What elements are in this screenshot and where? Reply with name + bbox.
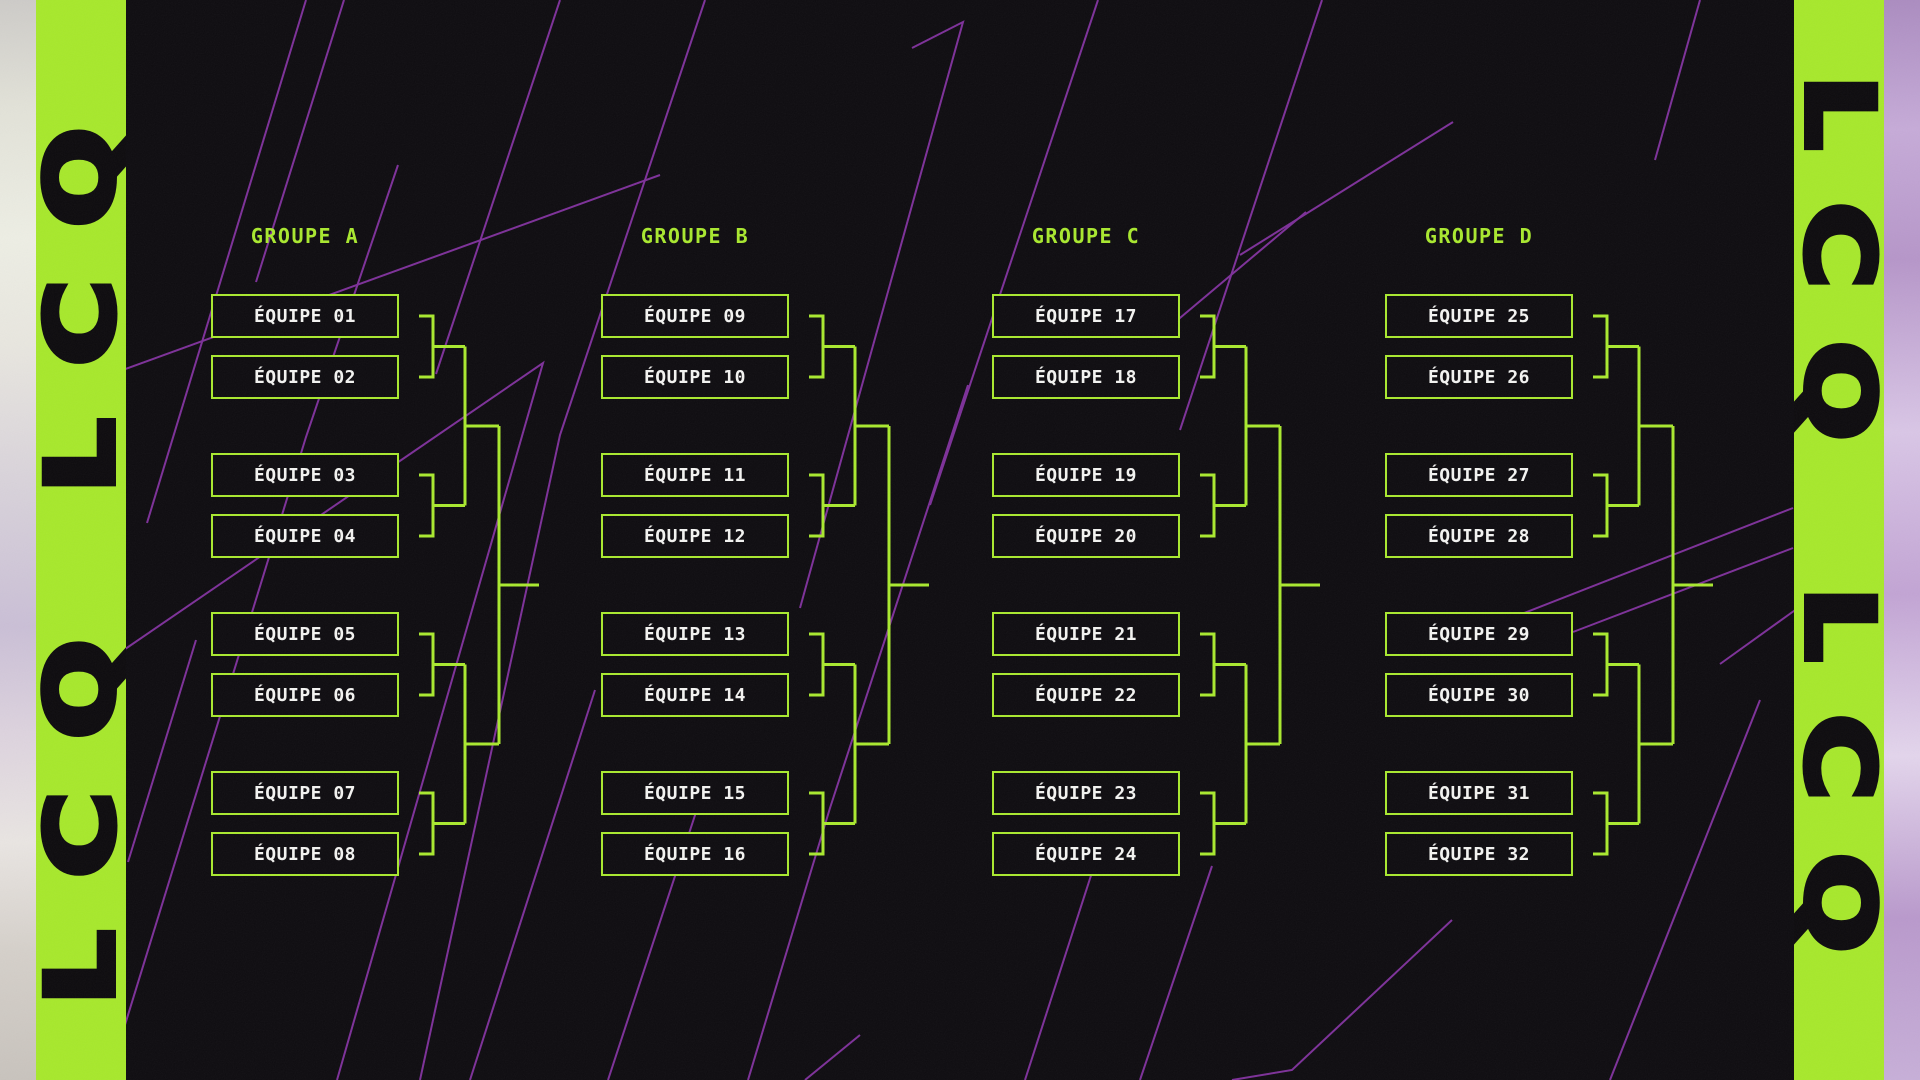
team-label: ÉQUIPE 23 bbox=[1034, 782, 1138, 804]
team-label: ÉQUIPE 05 bbox=[253, 623, 357, 645]
lcq-wordmark: LCQ LCQ LCQ LCQ bbox=[36, 0, 126, 1080]
team-label: ÉQUIPE 24 bbox=[1034, 843, 1138, 865]
team-label: ÉQUIPE 25 bbox=[1427, 305, 1531, 327]
team-label: ÉQUIPE 32 bbox=[1427, 843, 1531, 865]
team-label: ÉQUIPE 11 bbox=[643, 464, 747, 486]
team-box: ÉQUIPE 32 bbox=[1385, 832, 1573, 876]
team-box: ÉQUIPE 31 bbox=[1385, 771, 1573, 815]
team-box: ÉQUIPE 19 bbox=[992, 453, 1180, 497]
team-label: ÉQUIPE 08 bbox=[253, 843, 357, 865]
group-b-title: GROUPE B bbox=[640, 224, 750, 248]
team-box: ÉQUIPE 21 bbox=[992, 612, 1180, 656]
team-box: ÉQUIPE 26 bbox=[1385, 355, 1573, 399]
team-box: ÉQUIPE 30 bbox=[1385, 673, 1573, 717]
team-box: ÉQUIPE 24 bbox=[992, 832, 1180, 876]
team-box: ÉQUIPE 07 bbox=[211, 771, 399, 815]
team-label: ÉQUIPE 28 bbox=[1427, 525, 1531, 547]
team-label: ÉQUIPE 20 bbox=[1034, 525, 1138, 547]
bracket-connector bbox=[1200, 314, 1320, 856]
team-box: ÉQUIPE 27 bbox=[1385, 453, 1573, 497]
team-label: ÉQUIPE 27 bbox=[1427, 464, 1531, 486]
team-label: ÉQUIPE 04 bbox=[253, 525, 357, 547]
right-rail: LCQ LCQ LCQ LCQ bbox=[1794, 0, 1884, 1080]
team-box: ÉQUIPE 06 bbox=[211, 673, 399, 717]
team-label: ÉQUIPE 29 bbox=[1427, 623, 1531, 645]
team-label: ÉQUIPE 21 bbox=[1034, 623, 1138, 645]
team-box: ÉQUIPE 14 bbox=[601, 673, 789, 717]
team-box: ÉQUIPE 03 bbox=[211, 453, 399, 497]
team-label: ÉQUIPE 01 bbox=[253, 305, 357, 327]
team-box: ÉQUIPE 18 bbox=[992, 355, 1180, 399]
team-label: ÉQUIPE 16 bbox=[643, 843, 747, 865]
team-label: ÉQUIPE 18 bbox=[1034, 366, 1138, 388]
team-box: ÉQUIPE 08 bbox=[211, 832, 399, 876]
team-label: ÉQUIPE 31 bbox=[1427, 782, 1531, 804]
group-d-title: GROUPE D bbox=[1424, 224, 1534, 248]
team-label: ÉQUIPE 30 bbox=[1427, 684, 1531, 706]
team-label: ÉQUIPE 13 bbox=[643, 623, 747, 645]
team-label: ÉQUIPE 03 bbox=[253, 464, 357, 486]
team-box: ÉQUIPE 29 bbox=[1385, 612, 1573, 656]
team-label: ÉQUIPE 17 bbox=[1034, 305, 1138, 327]
team-box: ÉQUIPE 25 bbox=[1385, 294, 1573, 338]
group-c-title: GROUPE C bbox=[1031, 224, 1141, 248]
team-box: ÉQUIPE 11 bbox=[601, 453, 789, 497]
bracket-connector bbox=[1593, 314, 1713, 856]
lcq-wordmark: LCQ LCQ LCQ LCQ bbox=[1794, 0, 1884, 1080]
team-box: ÉQUIPE 23 bbox=[992, 771, 1180, 815]
team-label: ÉQUIPE 15 bbox=[643, 782, 747, 804]
team-label: ÉQUIPE 10 bbox=[643, 366, 747, 388]
holo-strip-right bbox=[1884, 0, 1920, 1080]
team-box: ÉQUIPE 05 bbox=[211, 612, 399, 656]
team-box: ÉQUIPE 13 bbox=[601, 612, 789, 656]
team-box: ÉQUIPE 09 bbox=[601, 294, 789, 338]
team-box: ÉQUIPE 28 bbox=[1385, 514, 1573, 558]
team-box: ÉQUIPE 20 bbox=[992, 514, 1180, 558]
team-label: ÉQUIPE 02 bbox=[253, 366, 357, 388]
team-box: ÉQUIPE 15 bbox=[601, 771, 789, 815]
team-label: ÉQUIPE 14 bbox=[643, 684, 747, 706]
team-label: ÉQUIPE 22 bbox=[1034, 684, 1138, 706]
team-box: ÉQUIPE 01 bbox=[211, 294, 399, 338]
team-label: ÉQUIPE 12 bbox=[643, 525, 747, 547]
team-label: ÉQUIPE 19 bbox=[1034, 464, 1138, 486]
team-label: ÉQUIPE 07 bbox=[253, 782, 357, 804]
team-label: ÉQUIPE 06 bbox=[253, 684, 357, 706]
holo-strip-left bbox=[0, 0, 36, 1080]
team-box: ÉQUIPE 22 bbox=[992, 673, 1180, 717]
team-label: ÉQUIPE 09 bbox=[643, 305, 747, 327]
team-box: ÉQUIPE 10 bbox=[601, 355, 789, 399]
team-box: ÉQUIPE 12 bbox=[601, 514, 789, 558]
group-a-title: GROUPE A bbox=[250, 224, 360, 248]
team-box: ÉQUIPE 17 bbox=[992, 294, 1180, 338]
team-box: ÉQUIPE 02 bbox=[211, 355, 399, 399]
left-rail: LCQ LCQ LCQ LCQ bbox=[36, 0, 126, 1080]
bracket-connector bbox=[419, 314, 539, 856]
team-box: ÉQUIPE 16 bbox=[601, 832, 789, 876]
bracket-connector bbox=[809, 314, 929, 856]
team-box: ÉQUIPE 04 bbox=[211, 514, 399, 558]
team-label: ÉQUIPE 26 bbox=[1427, 366, 1531, 388]
